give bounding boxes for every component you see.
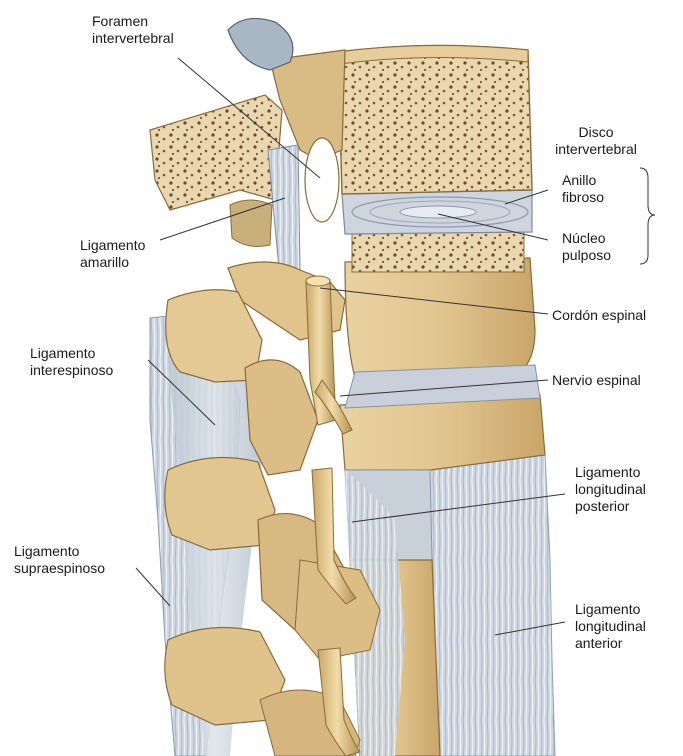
ligamentum-flavum-shape [268, 145, 300, 280]
pedicle-top [270, 50, 345, 160]
nucleus-pulposus-shape [400, 206, 476, 218]
cancellous-section-2 [352, 230, 524, 272]
label-disco-intervertebral: Disco intervertebral [542, 124, 650, 158]
label-anillo-fibroso: Anillo fibroso [562, 172, 604, 206]
label-cordon-espinal: Cordón espinal [552, 307, 646, 324]
label-nucleo-pulposo: Núcleo pulposo [562, 230, 611, 264]
vertebral-body-1 [338, 45, 532, 194]
label-nervio-espinal: Nervio espinal [552, 372, 641, 389]
label-ligamento-longitudinal-anterior: Ligamento longitudinal anterior [575, 601, 646, 652]
label-ligamento-supraespinoso: Ligamento supraespinoso [14, 543, 105, 577]
label-ligamento-amarillo: Ligamento amarillo [80, 237, 145, 271]
label-foramen-intervertebral: Foramen intervertebral [92, 13, 174, 47]
label-ligamento-interespinoso: Ligamento interespinoso [30, 345, 113, 379]
anterior-longitudinal-ligament-shape [430, 455, 555, 756]
intervertebral-foramen-shape [305, 138, 339, 222]
bracket-disco [640, 168, 655, 264]
label-ligamento-longitudinal-posterior: Ligamento longitudinal posterior [575, 464, 646, 515]
vertebral-body-2 [345, 258, 535, 378]
spinous-process-top [150, 95, 282, 210]
superior-articular-process [228, 18, 293, 70]
